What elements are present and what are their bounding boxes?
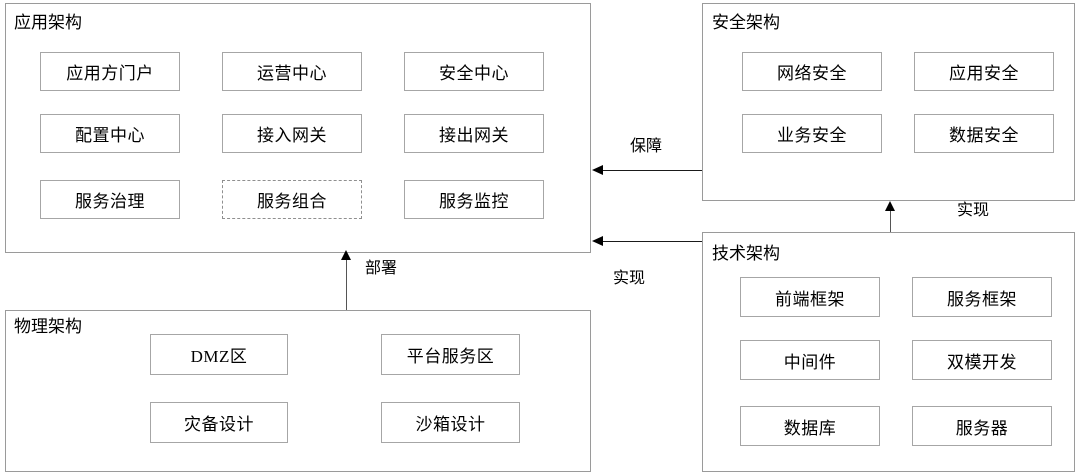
connector-physical-to-application-arrowhead	[341, 250, 351, 260]
node-service-monitoring[interactable]: 服务监控	[404, 180, 544, 219]
node-operation-center[interactable]: 运营中心	[222, 52, 362, 91]
node-database[interactable]: 数据库	[740, 406, 880, 446]
connector-technical-to-application-line	[603, 241, 702, 242]
node-service-composition[interactable]: 服务组合	[222, 180, 362, 219]
connector-technical-to-security-arrowhead	[885, 201, 895, 211]
node-business-security[interactable]: 业务安全	[742, 114, 882, 153]
connector-technical-to-application-arrowhead	[592, 236, 603, 246]
node-platform-service-zone[interactable]: 平台服务区	[381, 334, 520, 375]
node-middleware[interactable]: 中间件	[740, 340, 880, 380]
node-frontend-framework[interactable]: 前端框架	[740, 277, 880, 317]
connector-security-to-application-line	[603, 170, 702, 171]
node-application-portal[interactable]: 应用方门户	[40, 52, 180, 91]
node-service-governance[interactable]: 服务治理	[40, 180, 180, 219]
connector-physical-to-application-line	[346, 259, 347, 310]
connector-security-to-application-label: 保障	[630, 138, 663, 155]
node-network-security[interactable]: 网络安全	[742, 52, 882, 91]
node-sandbox-design[interactable]: 沙箱设计	[381, 402, 520, 443]
connector-security-to-application-arrowhead	[592, 165, 603, 175]
panel-physical-architecture-title: 物理架构	[14, 317, 82, 336]
panel-technical-architecture-title: 技术架构	[712, 244, 780, 263]
node-bimodal-development[interactable]: 双模开发	[912, 340, 1052, 380]
node-dmz-zone[interactable]: DMZ区	[150, 334, 288, 375]
node-config-center[interactable]: 配置中心	[40, 114, 180, 153]
panel-security-architecture-title: 安全架构	[712, 13, 780, 32]
node-disaster-recovery-design[interactable]: 灾备设计	[150, 402, 288, 443]
node-data-security[interactable]: 数据安全	[914, 114, 1054, 153]
node-ingress-gateway[interactable]: 接入网关	[222, 114, 362, 153]
panel-security-architecture	[702, 3, 1075, 201]
node-service-framework[interactable]: 服务框架	[912, 277, 1052, 317]
connector-technical-to-application-label: 实现	[613, 270, 646, 287]
node-egress-gateway[interactable]: 接出网关	[404, 114, 544, 153]
node-application-security[interactable]: 应用安全	[914, 52, 1054, 91]
connector-physical-to-application-label: 部署	[365, 260, 398, 277]
node-server[interactable]: 服务器	[912, 406, 1052, 446]
connector-technical-to-security-label: 实现	[957, 202, 990, 219]
node-security-center[interactable]: 安全中心	[404, 52, 544, 91]
panel-application-architecture-title: 应用架构	[14, 13, 82, 32]
connector-technical-to-security-line	[890, 210, 891, 232]
